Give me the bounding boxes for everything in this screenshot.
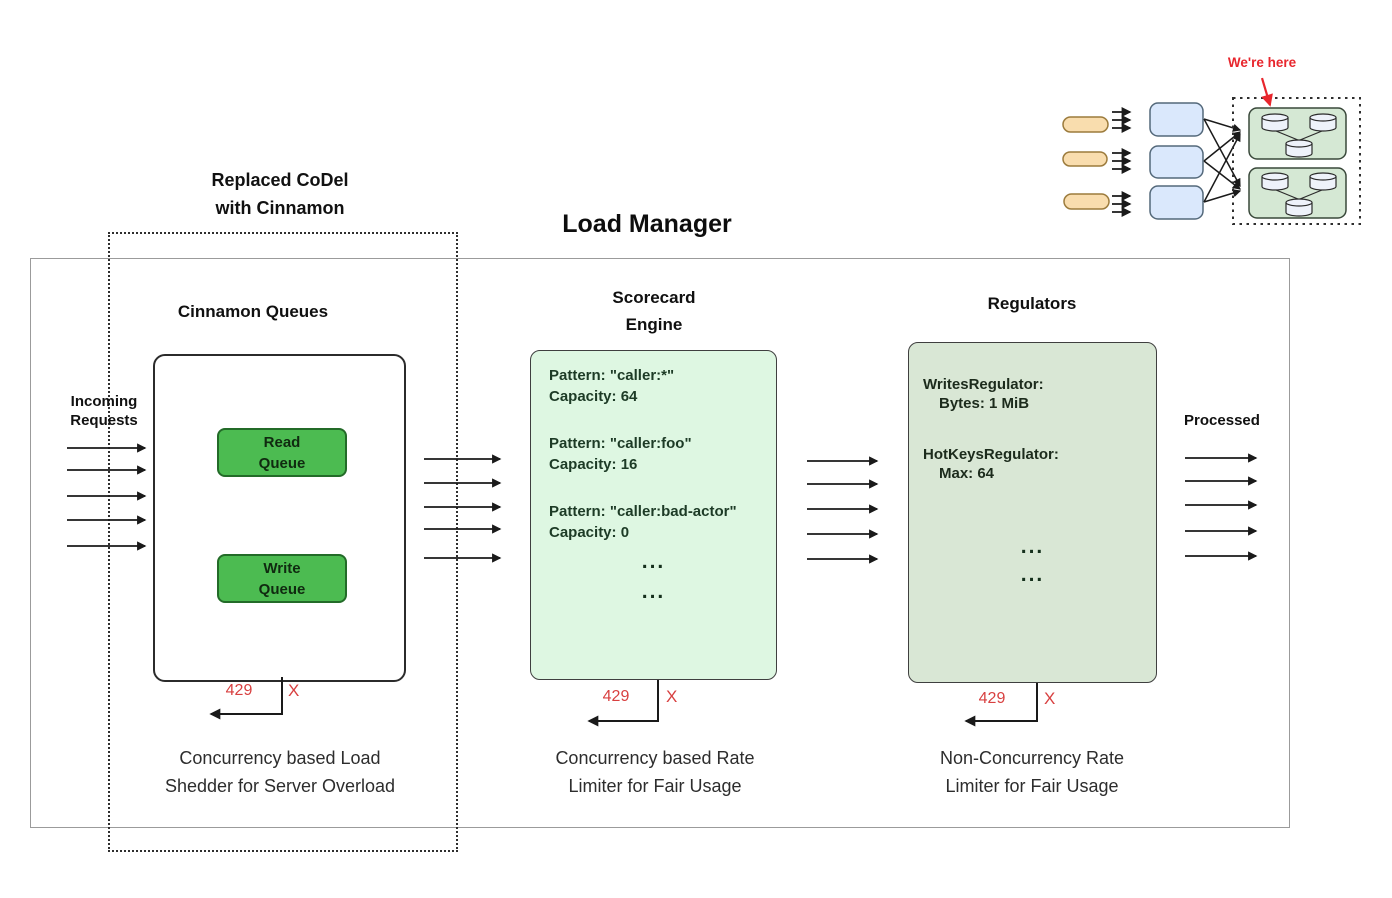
- scorecard-entry: Pattern: "caller:bad-actor" Capacity: 0: [549, 501, 766, 543]
- database-icon: [1261, 117, 1289, 132]
- database-icon: [1285, 143, 1313, 158]
- database-icon: [1261, 176, 1289, 191]
- arrow: [1203, 131, 1241, 162]
- database-icon: [1285, 198, 1313, 207]
- storage-group-box: [1248, 167, 1347, 219]
- were-here-arrow: [1260, 77, 1273, 107]
- scorecard-pattern: Pattern: "caller:bad-actor": [549, 503, 737, 520]
- regulators-heading: Regulators: [987, 294, 1077, 313]
- server-box: [1149, 145, 1204, 179]
- cinnamon-caption: Concurrency based Load Shedder for Serve…: [164, 748, 396, 796]
- cinnamon-reject-x: X: [288, 681, 300, 700]
- arrow: [1203, 132, 1241, 203]
- regulators-ellipsis: ...: [1020, 563, 1045, 586]
- database-icon: [1309, 113, 1337, 122]
- page-title: Load Manager: [562, 210, 732, 238]
- read-queue-box: Read Queue: [217, 428, 347, 477]
- cinnamon-queues-heading: Cinnamon Queues: [177, 302, 329, 321]
- regulators-reject-x: X: [1044, 689, 1056, 708]
- database-cylinders: [1261, 172, 1337, 217]
- cinnamon-queues-box: [153, 354, 406, 682]
- load-manager-outer-box: [30, 258, 1290, 828]
- connector-line: [1275, 189, 1299, 200]
- database-icon: [1309, 176, 1337, 191]
- cinnamon-429-label: 429: [225, 682, 253, 699]
- mini-architecture-sketch: [1062, 77, 1361, 225]
- regulator-entry: HotKeysRegulator: Max: 64: [923, 445, 1146, 483]
- server-box: [1149, 102, 1204, 137]
- scorecard-caption: Concurrency based Rate Limiter for Fair …: [555, 748, 755, 796]
- client-pill: [1062, 116, 1109, 133]
- scorecard-ellipsis: ...: [641, 550, 666, 573]
- connector-line: [1299, 189, 1323, 200]
- database-icon: [1309, 117, 1337, 132]
- incoming-requests-label: Incoming Requests: [70, 393, 138, 429]
- database-icon: [1285, 202, 1313, 217]
- mini-crossing-arrows: [1203, 118, 1242, 203]
- arrow: [1203, 160, 1241, 190]
- regulator-value: Max: 64: [939, 465, 995, 482]
- mini-dotted-box: [1232, 97, 1361, 225]
- regulator-name: HotKeysRegulator:: [923, 446, 1059, 463]
- arrow: [1203, 118, 1241, 188]
- regulators-429-label: 429: [978, 690, 1006, 707]
- client-pill: [1063, 193, 1110, 210]
- regulators-box: WritesRegulator: Bytes: 1 MiB HotKeysReg…: [908, 342, 1157, 683]
- scorecard-capacity: Capacity: 0: [549, 524, 630, 541]
- arrow: [1203, 189, 1242, 203]
- database-icon: [1261, 113, 1289, 122]
- connector-line: [1275, 130, 1299, 141]
- mini-request-arrows: [1112, 107, 1132, 217]
- regulators-caption: Non-Concurrency Rate Limiter for Fair Us…: [939, 748, 1125, 796]
- database-icon: [1309, 172, 1337, 181]
- were-here-label: We're here: [1227, 55, 1297, 70]
- write-queue-box: Write Queue: [217, 554, 347, 603]
- server-box: [1149, 185, 1204, 220]
- scorecard-429-label: 429: [602, 688, 630, 705]
- scorecard-pattern: Pattern: "caller:foo": [549, 435, 692, 452]
- database-icon: [1285, 139, 1313, 148]
- regulator-value: Bytes: 1 MiB: [939, 395, 1030, 412]
- client-pill: [1062, 151, 1108, 167]
- scorecard-entry: Pattern: "caller:foo" Capacity: 16: [549, 433, 766, 475]
- scorecard-entry: Pattern: "caller:*" Capacity: 64: [549, 365, 766, 407]
- storage-group-box: [1248, 107, 1347, 160]
- arrow: [1203, 118, 1242, 132]
- replaced-codel-note: Replaced CoDel with Cinnamon: [211, 170, 349, 218]
- scorecard-ellipsis: ...: [641, 580, 666, 603]
- connector-line: [1299, 130, 1323, 141]
- database-cylinders: [1261, 113, 1337, 158]
- regulator-name: WritesRegulator:: [923, 376, 1044, 393]
- replaced-codel-dotted-box: [108, 232, 458, 852]
- database-icon: [1261, 172, 1289, 181]
- scorecard-engine-box: Pattern: "caller:*" Capacity: 64 Pattern…: [530, 350, 777, 680]
- scorecard-capacity: Capacity: 16: [549, 456, 638, 473]
- processed-label: Processed: [1184, 412, 1260, 429]
- scorecard-reject-x: X: [666, 687, 678, 706]
- scorecard-pattern: Pattern: "caller:*": [549, 367, 675, 384]
- regulator-entry: WritesRegulator: Bytes: 1 MiB: [923, 375, 1146, 413]
- scorecard-engine-heading: Scorecard Engine: [612, 288, 696, 334]
- scorecard-capacity: Capacity: 64: [549, 388, 638, 405]
- regulators-ellipsis: ...: [1020, 535, 1045, 558]
